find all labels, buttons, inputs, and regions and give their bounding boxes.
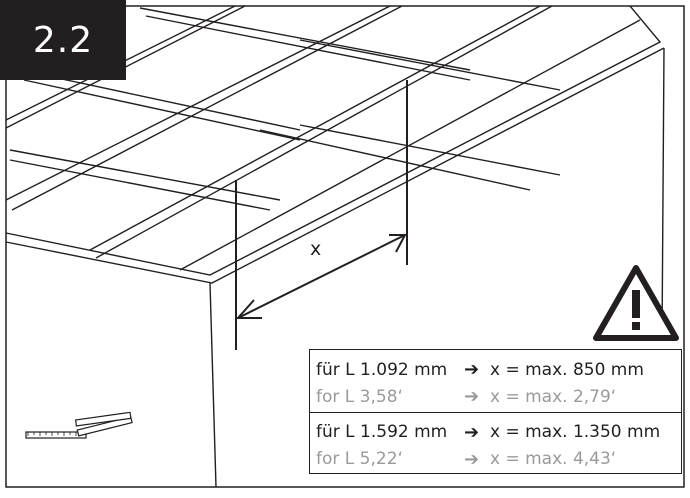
dimension-x-label: x: [310, 238, 322, 260]
warning-triangle-icon: [593, 265, 679, 341]
max-distance-table: für L 1.092 mm ➔ x = max. 850 mm for L 3…: [309, 349, 682, 474]
step-number-badge: 2.2: [0, 0, 126, 80]
arrowhead-left: [235, 299, 262, 319]
arrow-icon: ➔: [464, 448, 480, 470]
spec-group-1: für L 1.092 mm ➔ x = max. 850 mm for L 3…: [310, 350, 681, 412]
spec-group-2: für L 1.592 mm ➔ x = max. 1.350 mm for L…: [310, 411, 681, 474]
arrow-icon: ➔: [464, 421, 480, 443]
ceiling-edge-lower: [5, 47, 665, 284]
imperial-row: for L 3,58‘ ➔ x = max. 2,79‘: [316, 383, 681, 410]
frame: [5, 5, 685, 488]
folding-ruler-icon: [25, 411, 133, 439]
length-text: für L 1.092 mm: [316, 359, 448, 380]
arrowhead-right: [389, 234, 407, 253]
max-distance-text: x = max. 4,43‘: [490, 449, 617, 469]
dimension-x: [235, 80, 408, 350]
max-distance-text: x = max. 1.350 mm: [490, 422, 661, 442]
walls: [209, 47, 665, 488]
max-distance-text: x = max. 2,79‘: [490, 386, 617, 407]
ceiling-edge: [5, 5, 662, 276]
metric-row: für L 1.592 mm ➔ x = max. 1.350 mm: [316, 419, 681, 446]
length-text: für L 1.592 mm: [316, 422, 448, 442]
wall-corner-left: [209, 282, 217, 488]
length-text: for L 3,58‘: [316, 386, 403, 407]
arrow-icon: ➔: [464, 386, 480, 407]
dimension-line: [237, 234, 406, 319]
length-text: for L 5,22‘: [316, 449, 403, 469]
wall-corner-right: [661, 47, 665, 341]
metric-row: für L 1.092 mm ➔ x = max. 850 mm: [316, 356, 681, 383]
imperial-row: for L 5,22‘ ➔ x = max. 4,43‘: [316, 446, 681, 473]
arrow-icon: ➔: [464, 359, 480, 380]
max-distance-text: x = max. 850 mm: [490, 359, 644, 380]
